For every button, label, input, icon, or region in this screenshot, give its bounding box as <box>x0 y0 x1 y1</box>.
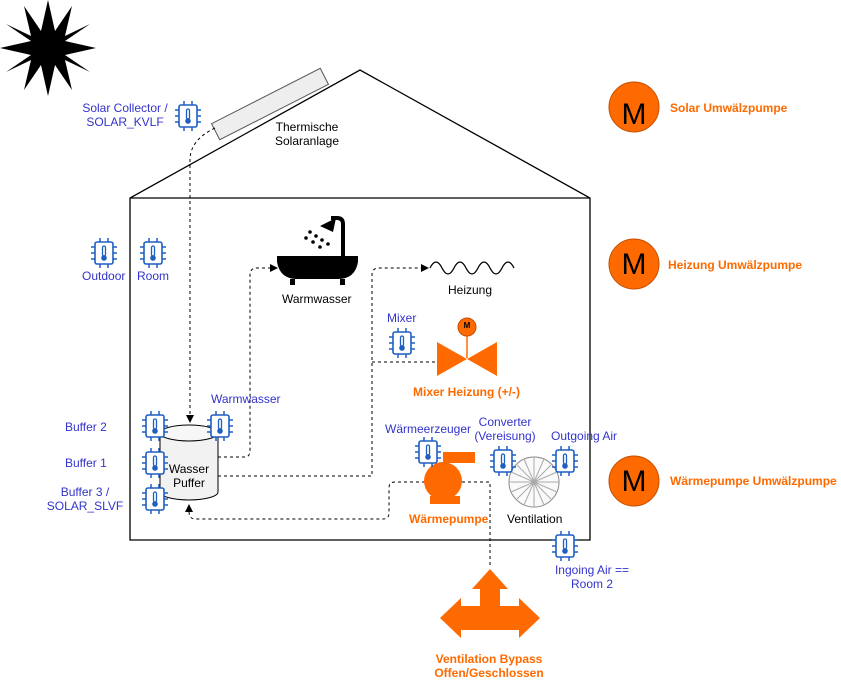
sensor-mixer-label: Mixer <box>387 311 417 325</box>
waermepumpe-pump-letter: M <box>621 465 647 498</box>
sensor-outgoing-air-icon <box>551 445 579 477</box>
flow-solar-to-buffer <box>186 127 216 423</box>
sensor-buffer3-label: Buffer 3 / SOLAR_SLVF <box>46 485 124 513</box>
heizung-pump-icon <box>608 238 660 290</box>
mixer-motor-letter: M <box>463 321 471 330</box>
solar-pump-icon <box>608 81 660 133</box>
sensor-room-icon <box>139 237 167 269</box>
solar-pump-letter: M <box>621 98 647 131</box>
sensor-ingoing-air-icon <box>551 530 579 562</box>
sensor-waermeerzeuger-icon <box>414 436 442 468</box>
sun-icon <box>0 0 96 96</box>
waermepumpe-pump-icon <box>608 455 660 507</box>
sensor-buffer2-label: Buffer 2 <box>65 420 107 434</box>
sensor-buffer2-icon <box>141 410 169 442</box>
bypass-valve-icon <box>440 569 540 638</box>
sensor-buffer1-label: Buffer 1 <box>65 456 107 470</box>
bathtub-icon <box>277 216 358 285</box>
bypass-label: Ventilation Bypass Offen/Geschlossen <box>434 652 544 680</box>
flow-ventilation-to-bypass <box>462 481 491 568</box>
sensor-waermeerzeuger-label: Wärmeerzeuger <box>385 422 472 436</box>
mixer-valve-icon <box>437 317 497 376</box>
buffer-tank <box>159 424 219 501</box>
ventilation-fan-icon <box>508 456 560 508</box>
sensor-outdoor-icon <box>90 237 118 269</box>
sensor-warmwasser-label: Warmwasser <box>211 392 281 406</box>
waermepumpe-label: Wärmepumpe <box>409 512 489 526</box>
heat-pump-icon <box>424 452 475 504</box>
solar-pump-label: Solar Umwälzpumpe <box>670 101 788 115</box>
sensor-outgoing-air-label: Outgoing Air <box>551 429 618 443</box>
sensor-room-label: Room <box>137 269 170 283</box>
waermepumpe-pump-label: Wärmepumpe Umwälzpumpe <box>670 474 837 488</box>
heizung-pump-label: Heizung Umwälzpumpe <box>668 258 803 272</box>
heizung-pump-letter: M <box>621 248 647 281</box>
sensor-mixer-icon <box>388 327 416 359</box>
heizung-label: Heizung <box>448 283 493 297</box>
buffer-tank-label: Wasser Puffer <box>168 462 210 490</box>
sensor-warmwasser-icon <box>206 410 234 442</box>
sensor-converter-icon <box>489 445 517 477</box>
warmwasser-tap-label: Warmwasser <box>282 292 352 306</box>
sensor-outdoor-label: Outdoor <box>82 269 126 283</box>
heating-coil-icon <box>429 261 515 275</box>
mixer-heizung-label: Mixer Heizung (+/-) <box>413 385 521 399</box>
sensor-ingoing-air-label: Ingoing Air == Room 2 <box>554 563 630 591</box>
sensor-solar-collector-label: Solar Collector / SOLAR_KVLF <box>82 101 168 129</box>
solaranlage-label: Thermische Solaranlage <box>274 120 340 148</box>
sensor-converter-label: Converter (Vereisung) <box>474 415 536 443</box>
flow-buffer-to-heizung <box>218 264 429 477</box>
flow-waermepumpe-to-buffer <box>185 481 425 520</box>
ventilation-label: Ventilation <box>507 512 563 526</box>
house-outline <box>129 69 591 541</box>
solar-collector-panel <box>210 67 330 141</box>
